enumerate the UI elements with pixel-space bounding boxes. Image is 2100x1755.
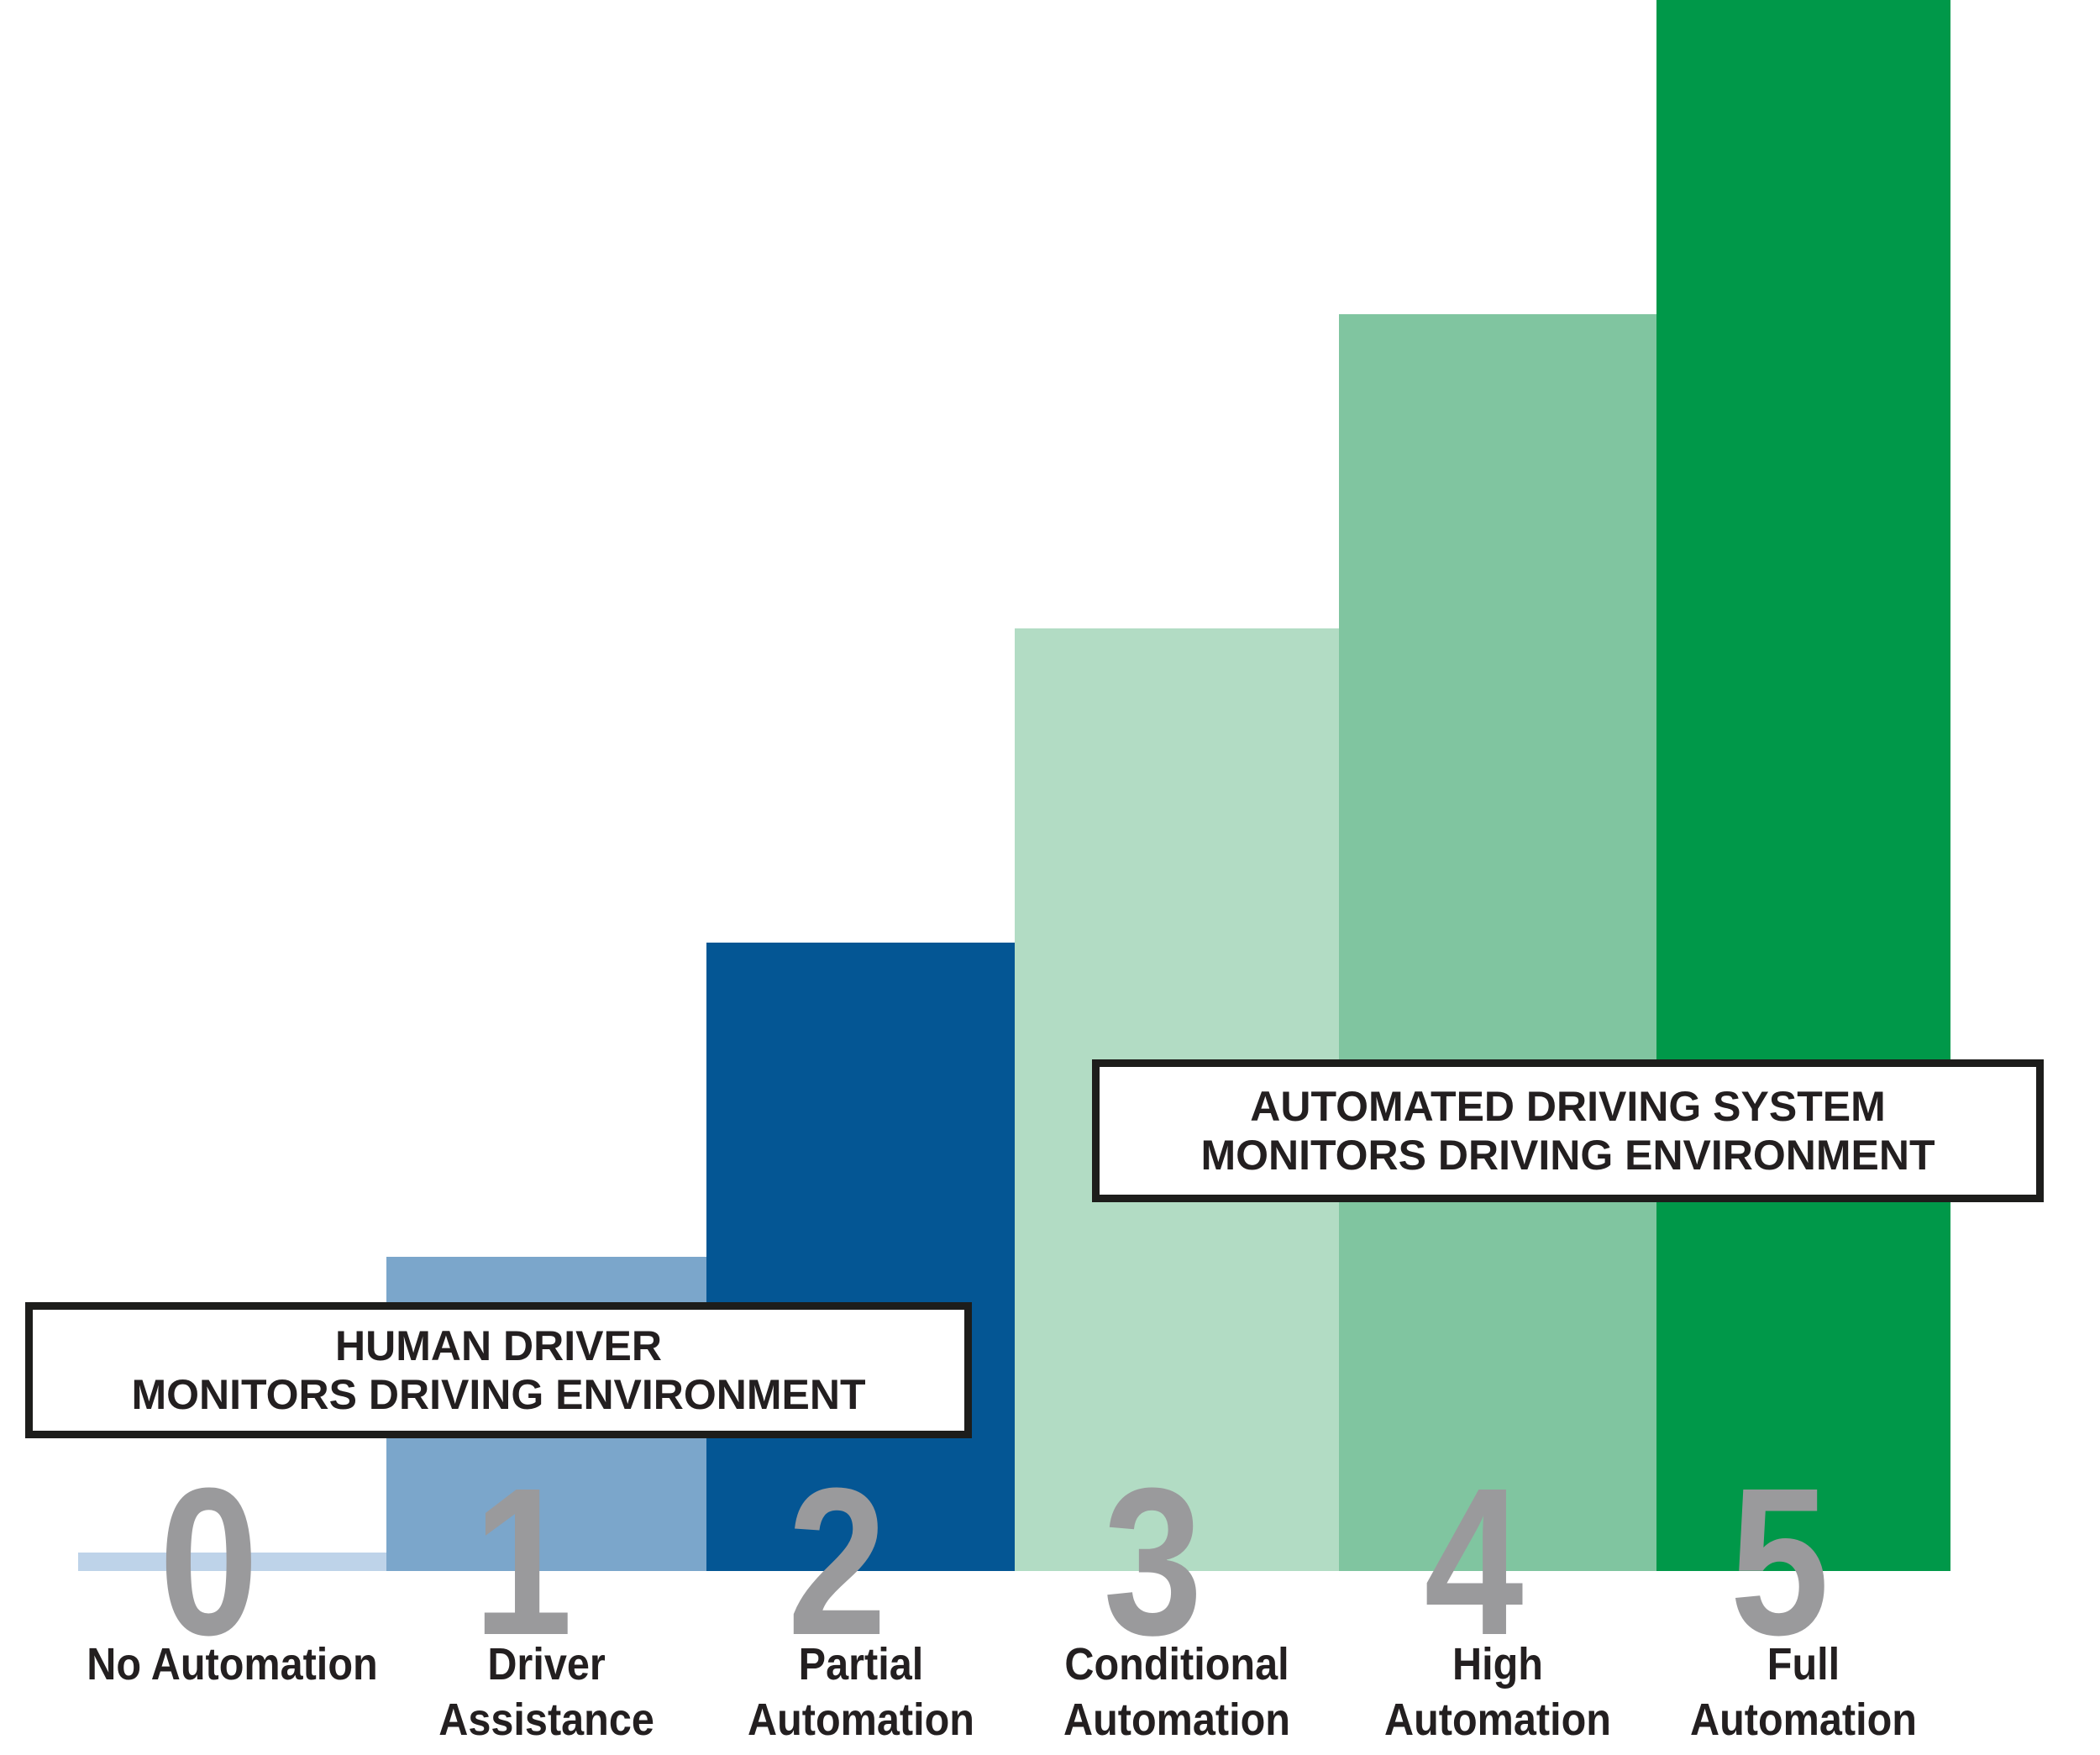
level-number-1: 1 [473,1444,573,1679]
callout-line-2: MONITORS DRIVING ENVIRONMENT [1200,1132,1935,1179]
callout-line-1: AUTOMATED DRIVING SYSTEM [1250,1083,1886,1130]
level-label-0: No Automation [87,1639,378,1689]
human-driver-callout: HUMAN DRIVER MONITORS DRIVING ENVIRONMEN… [25,1302,972,1438]
level-number-2: 2 [787,1444,887,1679]
callout-line-1: HUMAN DRIVER [335,1322,662,1369]
callout-line-2: MONITORS DRIVING ENVIRONMENT [131,1371,866,1418]
automated-driving-system-callout: AUTOMATED DRIVING SYSTEM MONITORS DRIVIN… [1092,1059,2044,1202]
level-number-5: 5 [1730,1444,1830,1679]
bar-level-5 [1656,0,1950,1571]
level-number-3: 3 [1103,1444,1204,1679]
bar-level-0 [78,1553,386,1571]
bar-level-4 [1339,314,1656,1571]
bar-level-2 [706,943,1015,1571]
level-number-0: 0 [159,1444,259,1679]
level-number-4: 4 [1424,1444,1525,1679]
